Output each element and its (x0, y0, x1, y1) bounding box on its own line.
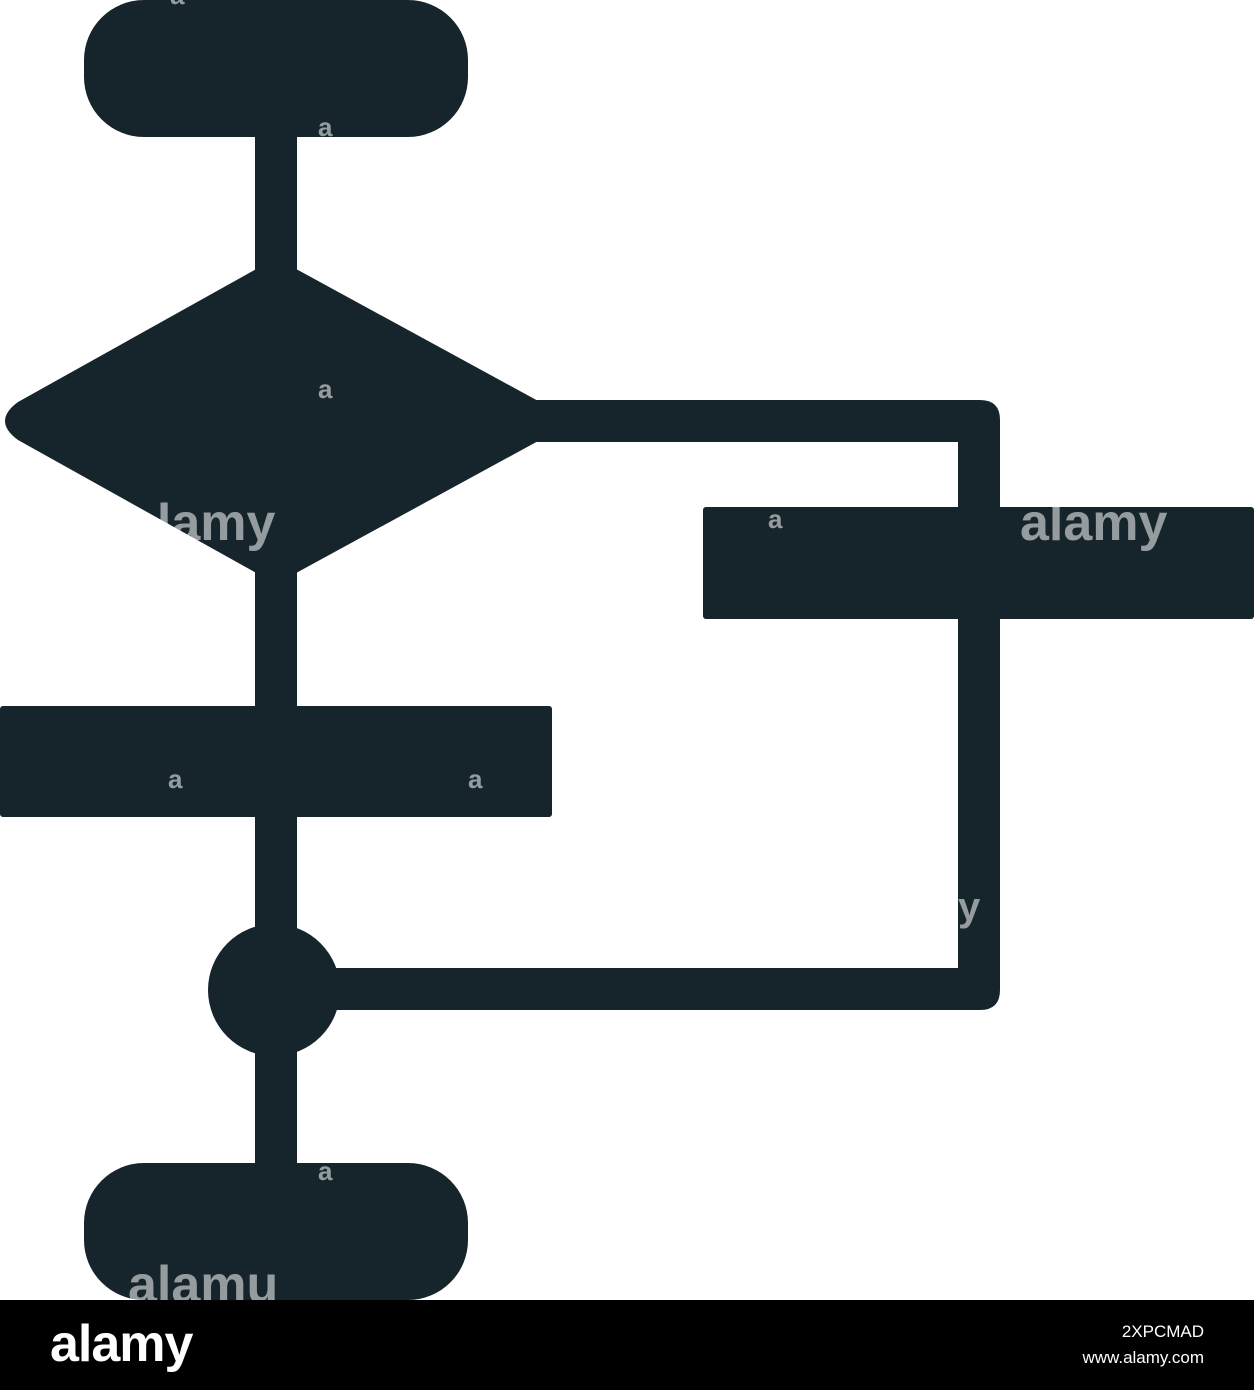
footer-site: www.alamy.com (1082, 1348, 1204, 1367)
connector-process-to-junction (255, 810, 297, 940)
flowchart-icon: a a a alamy a alamy a a y a alamu (0, 0, 1254, 1300)
watermark-tail: y (958, 885, 981, 929)
process-box-right (703, 507, 1254, 619)
footer-bar: alamy 2XPCMAD www.alamy.com (0, 1300, 1254, 1390)
watermark-partial: alamu (128, 1256, 278, 1300)
junction-circle (208, 924, 340, 1056)
connector-decision-to-process (255, 570, 297, 710)
watermark-brand: alamy (128, 494, 276, 552)
decision-diamond (5, 258, 548, 584)
end-terminator (84, 1163, 468, 1300)
watermark: a a a alamy a alamy a a y a alamu (128, 0, 1168, 1300)
footer-logo: alamy (50, 1315, 193, 1373)
start-terminator (84, 0, 468, 137)
process-box-left (0, 706, 552, 817)
footer-image-id: 2XPCMAD (1121, 1322, 1204, 1341)
watermark-letter: a (468, 764, 483, 794)
connector-junction-to-end (255, 1040, 297, 1170)
watermark-letter: a (768, 504, 783, 534)
watermark-letter: a (170, 0, 185, 10)
watermark-letter: a (318, 1156, 333, 1186)
watermark-brand: alamy (1020, 494, 1168, 552)
watermark-letter: a (318, 112, 333, 142)
watermark-letter: a (318, 374, 333, 404)
connector-start-to-decision (255, 130, 297, 270)
watermark-letter: a (168, 764, 183, 794)
